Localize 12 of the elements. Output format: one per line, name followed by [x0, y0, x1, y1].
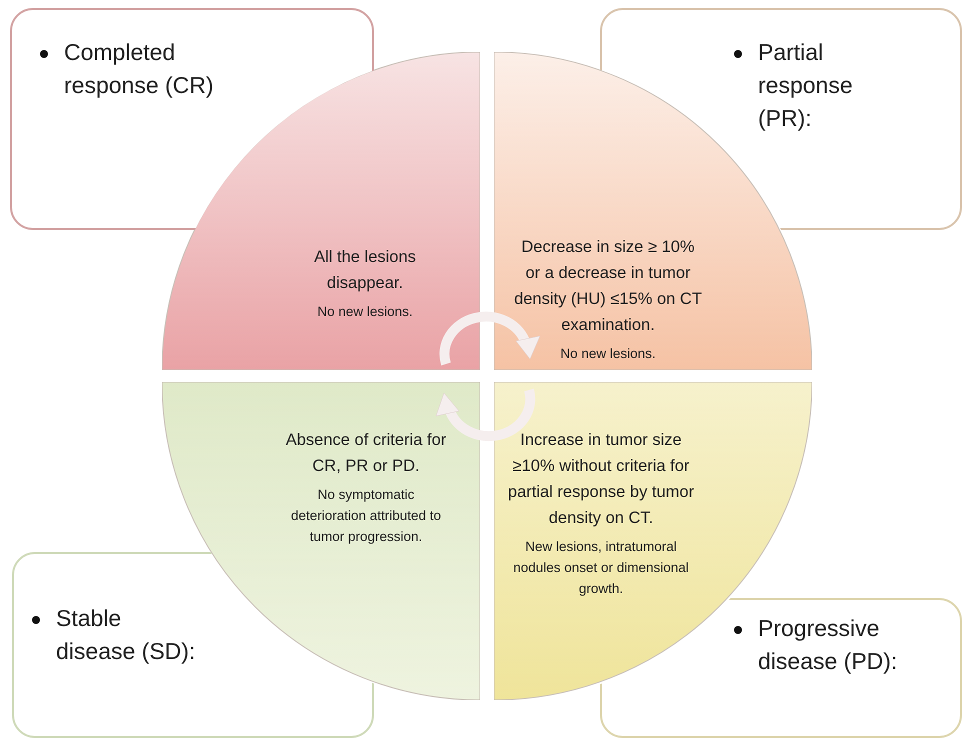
category-label: Completed response (CR)	[64, 38, 214, 100]
category-label: Progressive disease (PD):	[758, 614, 898, 676]
note-text: No new lesions.	[559, 345, 657, 363]
note-text: No symptomatic deterioration attributed to tumor progression.	[290, 486, 442, 546]
category-label: Partial response (PR):	[758, 38, 854, 133]
note-text: New lesions, intratumoral nodules onset or dimensional growth.	[512, 538, 690, 598]
note-text: No new lesions.	[316, 303, 414, 321]
category-label: Stable disease (SD):	[56, 604, 196, 666]
criteria-text: Increase in tumor size ≥10% without criteria for partial response by tumor density on CT.	[506, 430, 696, 529]
criteria-text: Absence of criteria for CR, PR or PD.	[284, 430, 448, 477]
criteria-text: Decrease in size ≥ 10% or a decrease in tumor density (HU) ≤15% on CT examination.	[514, 237, 702, 336]
criteria-text: All the lesions disappear.	[313, 247, 417, 294]
